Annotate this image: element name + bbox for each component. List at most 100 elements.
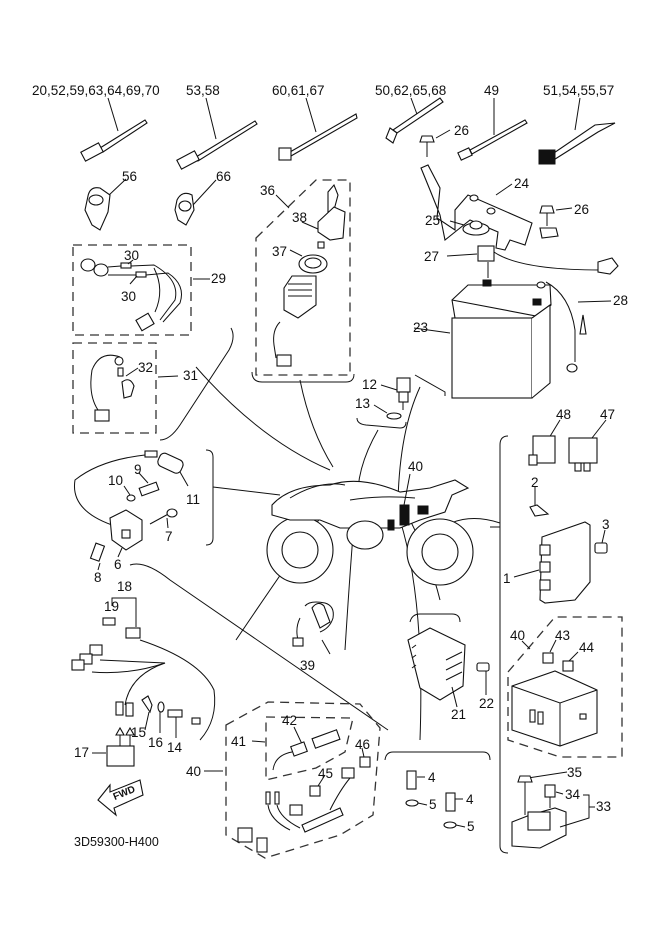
callout-28[interactable]: 28 bbox=[613, 293, 629, 308]
cable-tie-60-61-67 bbox=[278, 97, 358, 161]
fwd-arrow bbox=[97, 779, 144, 817]
clamp-56 bbox=[84, 178, 127, 231]
callout-12[interactable]: 12 bbox=[362, 377, 378, 392]
callout-17[interactable]: 17 bbox=[74, 745, 90, 760]
callout-39[interactable]: 39 bbox=[300, 658, 316, 673]
callout-49[interactable]: 49 bbox=[484, 83, 500, 98]
fusebox-group-outline bbox=[507, 616, 623, 758]
callout-30-bottom[interactable]: 30 bbox=[121, 289, 137, 304]
main-switch-37 bbox=[273, 249, 328, 367]
callout-42[interactable]: 42 bbox=[282, 713, 298, 728]
cable-tie-53-58 bbox=[176, 97, 258, 170]
callout-7[interactable]: 7 bbox=[165, 529, 173, 544]
callout-40-vehicle[interactable]: 40 bbox=[408, 459, 424, 474]
group-31-outline bbox=[72, 342, 157, 434]
harness-41 bbox=[251, 726, 341, 771]
callout-34[interactable]: 34 bbox=[565, 787, 581, 802]
callout-6[interactable]: 6 bbox=[114, 557, 122, 572]
callout-21[interactable]: 21 bbox=[451, 707, 467, 722]
callout-10[interactable]: 10 bbox=[108, 473, 124, 488]
callout-26-side[interactable]: 26 bbox=[574, 202, 590, 217]
nut-3 bbox=[594, 529, 608, 554]
callout-29[interactable]: 29 bbox=[211, 271, 227, 286]
cable-tie-49 bbox=[457, 98, 528, 161]
callout-26-top[interactable]: 26 bbox=[454, 123, 470, 138]
callout-50-group[interactable]: 50,62,65,68 bbox=[375, 83, 447, 98]
harness-29 bbox=[80, 258, 210, 332]
callout-18[interactable]: 18 bbox=[117, 579, 133, 594]
callout-38[interactable]: 38 bbox=[292, 210, 308, 225]
group-4-5-bracket bbox=[384, 751, 491, 761]
callout-5a[interactable]: 5 bbox=[429, 797, 437, 812]
callout-56[interactable]: 56 bbox=[122, 169, 138, 184]
callout-44[interactable]: 44 bbox=[579, 640, 595, 655]
callout-40-harness[interactable]: 40 bbox=[186, 764, 202, 779]
callout-25[interactable]: 25 bbox=[425, 213, 441, 228]
diagram-reference-code: 3D59300-H400 bbox=[74, 835, 159, 849]
callout-48[interactable]: 48 bbox=[556, 407, 572, 422]
callout-2[interactable]: 2 bbox=[531, 475, 539, 490]
callout-43[interactable]: 43 bbox=[555, 628, 571, 643]
fuse-43 bbox=[542, 639, 557, 664]
callout-9[interactable]: 9 bbox=[134, 462, 142, 477]
bolt-26-top bbox=[419, 129, 451, 157]
callout-37[interactable]: 37 bbox=[272, 244, 288, 259]
callout-40-fusebox[interactable]: 40 bbox=[510, 628, 526, 643]
battery-cable-28 bbox=[536, 281, 612, 373]
callout-53-58[interactable]: 53,58 bbox=[186, 83, 220, 98]
key-38 bbox=[301, 183, 346, 249]
callout-31[interactable]: 31 bbox=[183, 368, 199, 383]
callout-45[interactable]: 45 bbox=[318, 766, 334, 781]
callout-36[interactable]: 36 bbox=[260, 183, 276, 198]
fuse-44 bbox=[562, 651, 579, 672]
callout-11[interactable]: 11 bbox=[186, 492, 201, 507]
starter-relay-33 bbox=[511, 771, 595, 849]
callout-46[interactable]: 46 bbox=[355, 737, 371, 752]
callout-23[interactable]: 23 bbox=[413, 320, 429, 335]
callout-51-group[interactable]: 51,54,55,57 bbox=[543, 83, 615, 98]
clamp-66 bbox=[174, 179, 217, 226]
screw-2 bbox=[529, 487, 550, 517]
callout-19[interactable]: 19 bbox=[104, 599, 120, 614]
harness-group-40-outline bbox=[225, 701, 381, 859]
cable-band-51-group bbox=[538, 97, 616, 165]
harness-group-41-outline bbox=[265, 716, 354, 781]
callout-15[interactable]: 15 bbox=[131, 725, 147, 740]
callout-47[interactable]: 47 bbox=[600, 407, 616, 422]
callout-20-group[interactable]: 20,52,59,63,64,69,70 bbox=[32, 83, 160, 98]
callout-3[interactable]: 3 bbox=[602, 517, 610, 532]
callout-30-top[interactable]: 30 bbox=[124, 248, 140, 263]
cushion-25 bbox=[449, 220, 490, 236]
cable-tie-50-group bbox=[385, 97, 444, 144]
callout-60-61-67[interactable]: 60,61,67 bbox=[272, 83, 325, 98]
callout-32[interactable]: 32 bbox=[138, 360, 154, 375]
callout-4b[interactable]: 4 bbox=[466, 792, 474, 807]
callout-66[interactable]: 66 bbox=[216, 169, 232, 184]
cable-tie-20-group bbox=[80, 97, 148, 162]
battery-23 bbox=[413, 279, 552, 399]
cap-11 bbox=[157, 452, 189, 487]
bolt-7 bbox=[149, 508, 178, 529]
callout-33[interactable]: 33 bbox=[596, 799, 612, 814]
callout-22[interactable]: 22 bbox=[479, 696, 495, 711]
battery-bracket-24 bbox=[420, 164, 533, 251]
callout-13[interactable]: 13 bbox=[355, 396, 371, 411]
parts-14-15-16 bbox=[141, 695, 201, 738]
callout-16[interactable]: 16 bbox=[148, 735, 164, 750]
callout-41[interactable]: 41 bbox=[231, 734, 247, 749]
ignition-coil-6 bbox=[73, 450, 158, 571]
bolt-22 bbox=[476, 662, 490, 695]
callout-27[interactable]: 27 bbox=[424, 249, 440, 264]
callout-4a[interactable]: 4 bbox=[428, 770, 436, 785]
washer-10 bbox=[123, 485, 136, 502]
callout-5b[interactable]: 5 bbox=[467, 819, 475, 834]
harness-40-parts bbox=[204, 747, 371, 853]
callout-35[interactable]: 35 bbox=[567, 765, 583, 780]
callout-14[interactable]: 14 bbox=[167, 740, 183, 755]
callout-1[interactable]: 1 bbox=[503, 571, 511, 586]
callout-24[interactable]: 24 bbox=[514, 176, 530, 191]
bolt-9 bbox=[138, 472, 160, 497]
callout-8[interactable]: 8 bbox=[94, 570, 102, 585]
